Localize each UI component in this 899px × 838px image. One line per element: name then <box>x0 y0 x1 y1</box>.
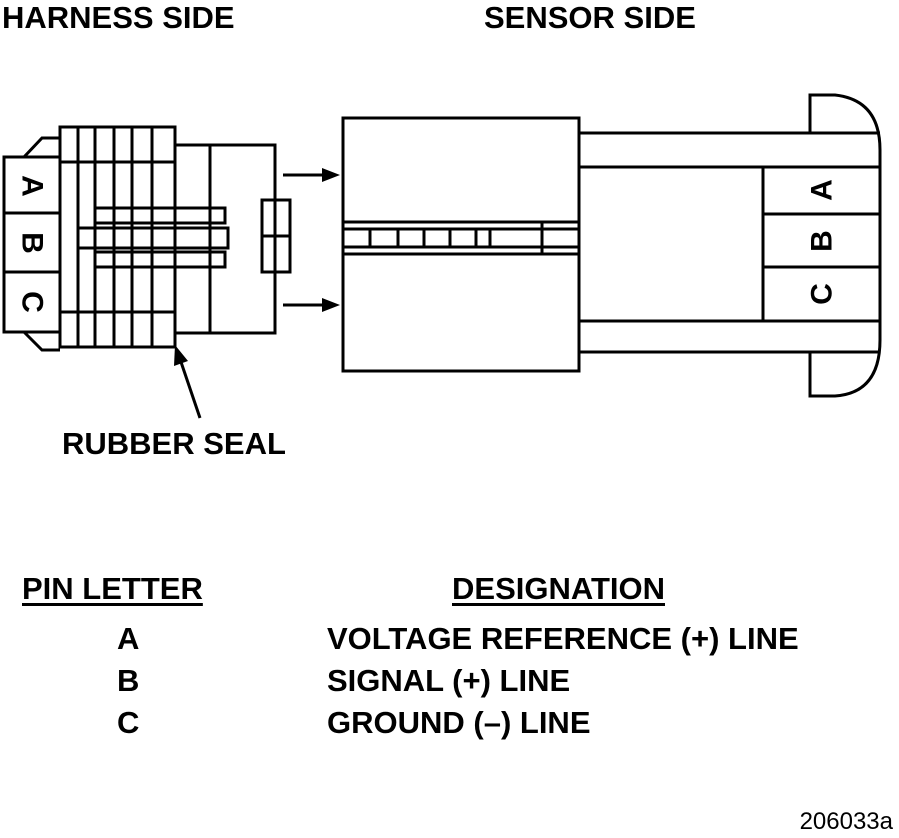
sensor-pin-a: A <box>806 179 839 201</box>
table-row-pin: A <box>117 621 140 656</box>
table-row-pin: B <box>117 663 140 698</box>
rubber-seal-label: RUBBER SEAL <box>62 426 286 461</box>
table-row-designation: VOLTAGE REFERENCE (+) LINE <box>327 621 799 656</box>
table-row-designation: SIGNAL (+) LINE <box>327 663 571 698</box>
designation-header: DESIGNATION <box>452 571 665 606</box>
harness-side-label: HARNESS SIDE <box>2 0 235 35</box>
rubber-seal-leader <box>179 361 202 419</box>
harness-connector <box>2 125 292 352</box>
harness-pin-labels: A B C <box>16 175 49 313</box>
sensor-pin-c: C <box>806 283 839 305</box>
harness-pin-c: C <box>16 291 49 313</box>
connector-diagram: A B C A B C <box>2 93 882 419</box>
sensor-side-label: SENSOR SIDE <box>484 0 696 35</box>
sensor-pin-labels: A B C <box>806 179 839 305</box>
harness-pin-b: B <box>16 232 49 254</box>
sensor-pin-b: B <box>806 230 839 252</box>
figure-id: 206033a <box>799 808 893 835</box>
harness-pin-a: A <box>16 175 49 197</box>
table-row-designation: GROUND (–) LINE <box>327 705 591 740</box>
sensor-connector <box>341 93 882 398</box>
table-row-pin: C <box>117 705 140 740</box>
pin-letter-header: PIN LETTER <box>22 571 203 606</box>
mating-arrows <box>174 168 340 419</box>
